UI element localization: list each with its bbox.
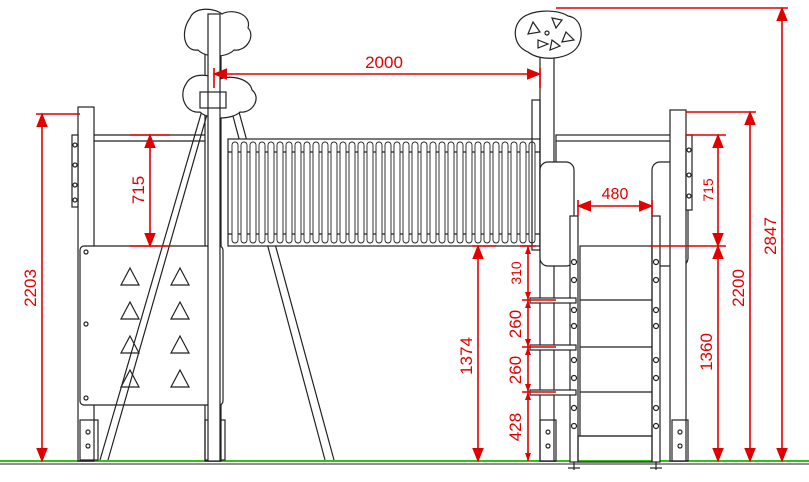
tunnel-rib [384,141,392,244]
tunnel-rib [411,141,419,244]
tunnel-rib [456,141,464,244]
dim-label-step-1: 310 [508,261,524,285]
ladder-tower [529,109,693,470]
dim-label-ladder-width: 480 [602,186,629,203]
left-tower [71,8,335,462]
dim-label-tunnel-length: 2000 [365,53,403,72]
tunnel-rib [519,141,527,244]
tunnel-rib [393,141,401,244]
dim-label-step-2: 260 [506,310,525,338]
tunnel-rib [303,141,311,244]
tunnel-rib [420,141,428,244]
sign-post [514,10,582,462]
tunnel-rib [285,141,293,244]
tunnel-rib [348,141,356,244]
tunnel-rib [510,141,518,244]
tunnel-rib [465,141,473,244]
tunnel-rib [483,141,491,244]
tunnel-rib [330,141,338,244]
tunnel-rib [258,141,266,244]
tunnel-rib [249,141,257,244]
tunnel-rib [321,141,329,244]
dimension-lines [36,6,788,463]
tunnel-rib [429,141,437,244]
dim-label-step-3: 260 [506,356,525,384]
tunnel-rib [294,141,302,244]
tunnel-ribs [231,141,536,244]
tunnel-rib [501,141,509,244]
dim-label-tunnel-floor-height: 1374 [457,337,476,375]
tunnel-rib [438,141,446,244]
tunnel-rib [447,141,455,244]
tunnel-rib [276,141,284,244]
tunnel-rib [492,141,500,244]
tunnel-rib [375,141,383,244]
tunnel-rib [402,141,410,244]
tunnel-rib [267,141,275,244]
dim-label-left-rail-height: 715 [129,176,148,204]
tunnel-rib [339,141,347,244]
tunnel-rib [474,141,482,244]
dim-label-right-rail-height: 715 [700,178,716,202]
tunnel-rib [231,141,239,244]
dim-label-step-4: 428 [506,413,525,441]
tunnel [227,138,541,247]
tunnel-rib [240,141,248,244]
dim-label-total-height: 2847 [761,217,780,255]
climbing-panel [79,245,224,406]
dim-label-right-post-height: 2200 [729,269,748,307]
dim-label-right-platform-height: 1360 [697,333,716,371]
tunnel-rib [357,141,365,244]
tunnel-rib [312,141,320,244]
tunnel-rib [366,141,374,244]
dim-label-left-platform-height: 2203 [21,269,40,307]
